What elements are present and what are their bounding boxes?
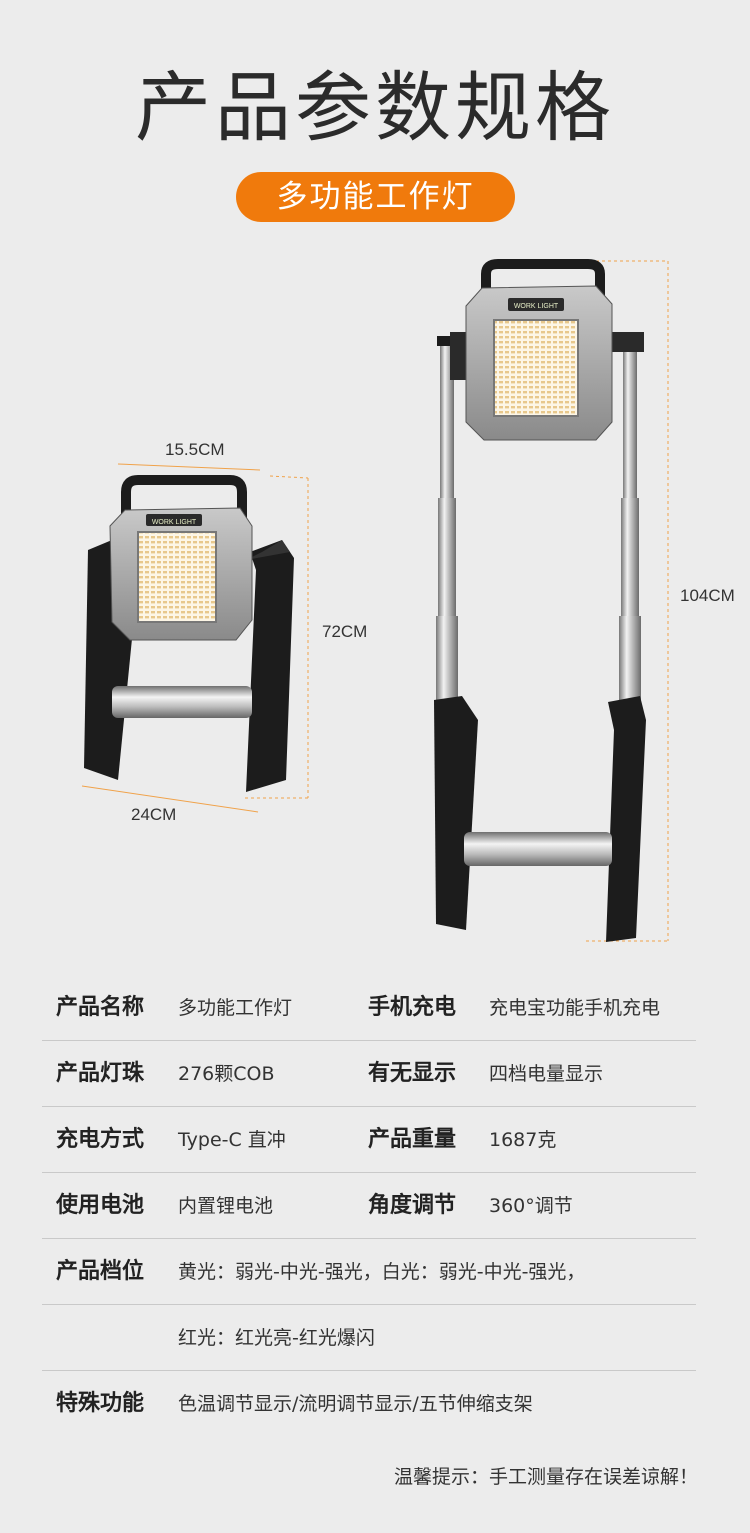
dimension-depth-small: 24CM (131, 805, 177, 824)
spec-row: 充电方式 Type-C 直冲 产品重量 1687克 (42, 1107, 696, 1173)
spec-label: 特殊功能 (56, 1391, 145, 1416)
spec-label: 有无显示 (368, 1061, 457, 1086)
spec-label: 产品灯珠 (56, 1061, 145, 1086)
dimension-width-small: 15.5CM (165, 440, 225, 459)
spec-value: 1687克 (489, 1129, 557, 1151)
spec-row: 产品灯珠 276颗COB 有无显示 四档电量显示 (42, 1041, 696, 1107)
product-badge: 多功能工作灯 (236, 172, 515, 222)
spec-table: 产品名称 多功能工作灯 手机充电 充电宝功能手机充电 产品灯珠 276颗COB … (42, 975, 696, 1437)
spec-value: 色温调节显示/流明调节显示/五节伸缩支架 (178, 1393, 533, 1415)
spec-row-modes-continued: 红光：红光亮-红光爆闪 (42, 1305, 696, 1371)
spec-value: 多功能工作灯 (178, 997, 293, 1019)
page-title: 产品参数规格 (135, 63, 615, 152)
spec-value: 四档电量显示 (489, 1063, 604, 1085)
spec-row-special: 特殊功能 色温调节显示/流明调节显示/五节伸缩支架 (42, 1371, 696, 1437)
spec-label: 角度调节 (368, 1193, 457, 1218)
measurement-note: 温馨提示：手工测量存在误差谅解！ (393, 1466, 698, 1488)
spec-value: Type-C 直冲 (178, 1129, 286, 1151)
telescopic-lamp-label: WORK LIGHT (514, 303, 559, 310)
spec-value: 276颗COB (178, 1063, 275, 1085)
spec-value: 充电宝功能手机充电 (489, 997, 661, 1019)
dimension-height-small: 72CM (322, 622, 368, 641)
spec-row: 产品名称 多功能工作灯 手机充电 充电宝功能手机充电 (42, 975, 696, 1041)
spec-label: 产品档位 (56, 1259, 145, 1284)
spec-value: 红光：红光亮-红光爆闪 (178, 1327, 375, 1349)
spec-label: 产品名称 (56, 995, 145, 1020)
dimension-height-tall: 104CM (680, 586, 735, 605)
spec-value: 360°调节 (489, 1195, 573, 1217)
spec-row: 使用电池 内置锂电池 角度调节 360°调节 (42, 1173, 696, 1239)
telescopic-lamp: WORK LIGHT (434, 259, 669, 942)
spec-label: 手机充电 (368, 995, 457, 1020)
spec-label: 产品重量 (368, 1127, 457, 1152)
compact-lamp-label: WORK LIGHT (152, 519, 197, 526)
spec-row-modes: 产品档位 黄光：弱光-中光-强光，白光：弱光-中光-强光， (42, 1239, 696, 1305)
spec-value: 黄光：弱光-中光-强光，白光：弱光-中光-强光， (178, 1261, 586, 1283)
spec-label: 充电方式 (56, 1127, 145, 1152)
product-illustration: WORK LIGHT WORK LIGHT (81, 259, 669, 942)
compact-lamp: WORK LIGHT (81, 463, 309, 813)
spec-label: 使用电池 (56, 1193, 145, 1218)
spec-value: 内置锂电池 (178, 1195, 274, 1217)
